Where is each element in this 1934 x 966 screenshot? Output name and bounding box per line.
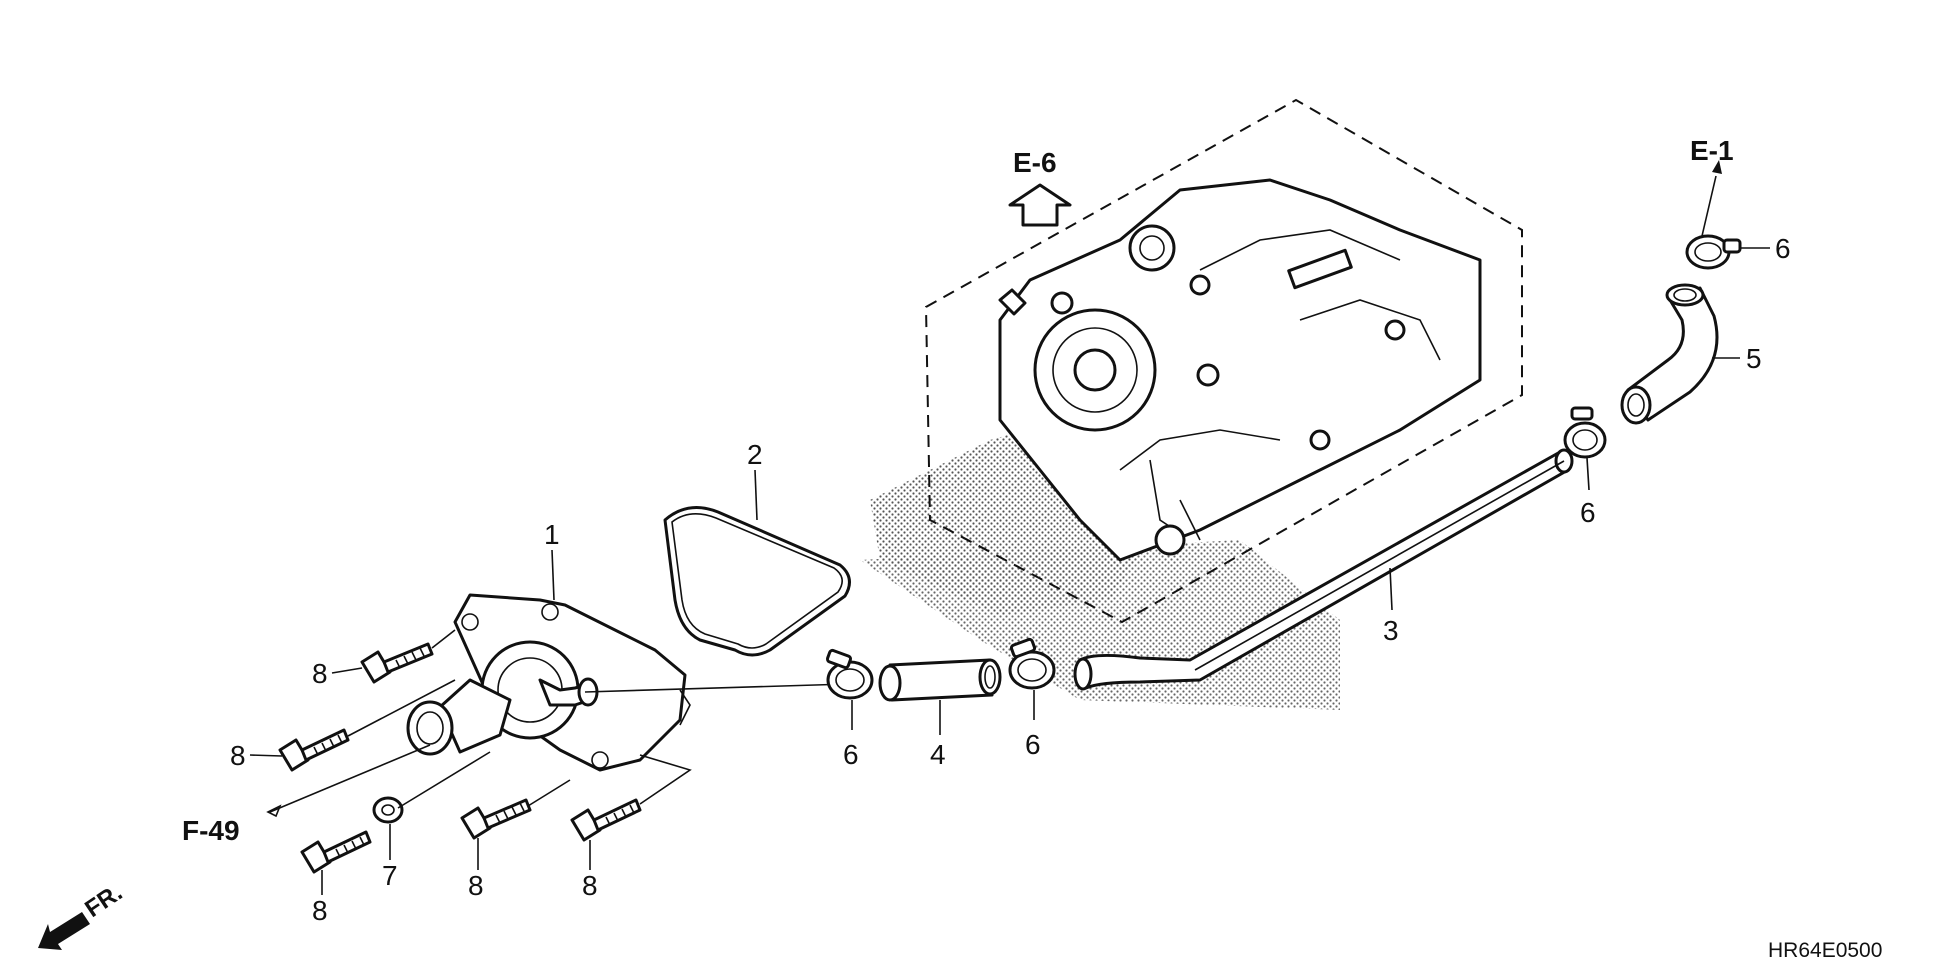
part-number-8: 8 (468, 870, 484, 901)
front-indicator (38, 912, 90, 950)
engine-boundary-dashed (924, 98, 1523, 624)
bent-hose (1620, 283, 1719, 425)
washer (372, 796, 404, 824)
part-number-7: 7 (382, 860, 398, 891)
hose-clamp (825, 648, 874, 700)
ref-e6-label: E-6 (1013, 147, 1057, 178)
flange-bolt (278, 728, 350, 772)
hose-clamp (1008, 637, 1056, 690)
engine-crankcase (998, 178, 1482, 562)
part-number-1: 1 (544, 519, 560, 550)
diagram-code: HR64E0500 (1768, 939, 1882, 962)
part-number-2: 2 (747, 439, 763, 470)
water-pump-cover (406, 593, 691, 772)
gasket (663, 506, 851, 657)
flange-bolt (570, 798, 642, 842)
hose-clamp (1563, 406, 1607, 459)
short-hose (878, 658, 1002, 702)
part-number-8: 8 (230, 740, 246, 771)
flange-bolt (360, 642, 434, 684)
part-number-8: 8 (312, 895, 328, 926)
part-number-6: 6 (1025, 729, 1041, 760)
ref-e1-label: E-1 (1690, 135, 1734, 166)
ref-e6-arrow (1008, 183, 1072, 227)
part-number-6: 6 (1580, 497, 1596, 528)
part-number-8: 8 (582, 870, 598, 901)
part-number-6: 6 (843, 739, 859, 770)
flange-bolt (300, 830, 372, 874)
part-number-6: 6 (1775, 233, 1791, 264)
part-number-3: 3 (1383, 615, 1399, 646)
leader-1 (551, 549, 555, 601)
ref-f49-label: F-49 (182, 815, 240, 846)
part-number-4: 4 (930, 739, 946, 770)
part-number-5: 5 (1746, 343, 1762, 374)
ref-e1-arrow (1701, 160, 1722, 237)
part-number-8: 8 (312, 658, 328, 689)
hose-clamp (1685, 234, 1742, 270)
water-pipe (1073, 448, 1574, 691)
front-indicator-label: FR. (80, 879, 127, 923)
leader-2 (754, 469, 758, 521)
flange-bolt (460, 798, 532, 840)
